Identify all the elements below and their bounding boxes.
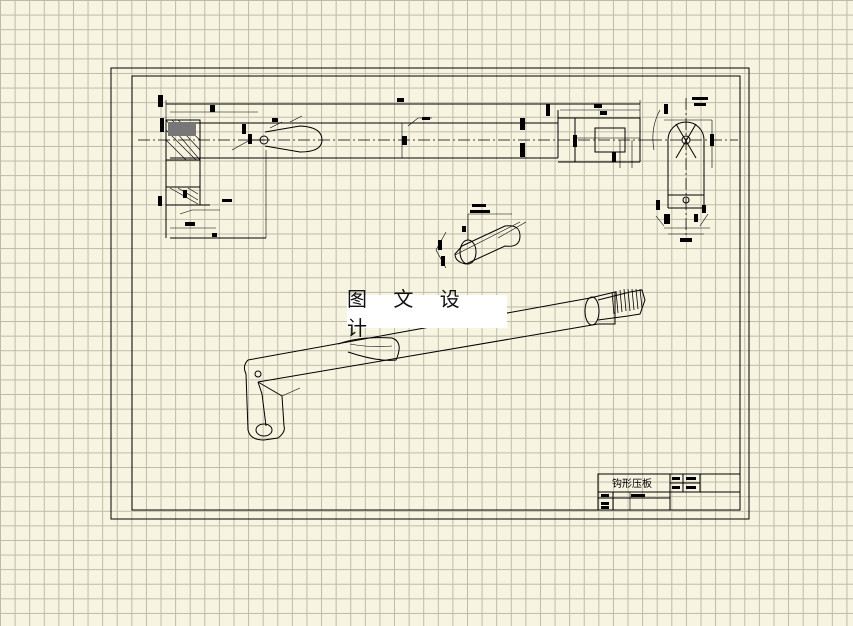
- part-name-label: 钩形压板: [612, 477, 652, 490]
- title-block-cells: [601, 477, 696, 509]
- dimension-annotations: [158, 95, 616, 237]
- auxiliary-view: [435, 213, 527, 269]
- main-view: [138, 100, 650, 239]
- watermark-banner: 图 文 设 计: [347, 287, 507, 340]
- watermark-text: 图 文 设 计: [347, 286, 470, 340]
- inner-border: [131, 75, 741, 511]
- auxiliary-annotations: [438, 204, 490, 266]
- isometric-view: [243, 288, 646, 441]
- end-view-annotations: [656, 97, 714, 242]
- title-block: [597, 473, 741, 511]
- outer-border: [110, 67, 750, 520]
